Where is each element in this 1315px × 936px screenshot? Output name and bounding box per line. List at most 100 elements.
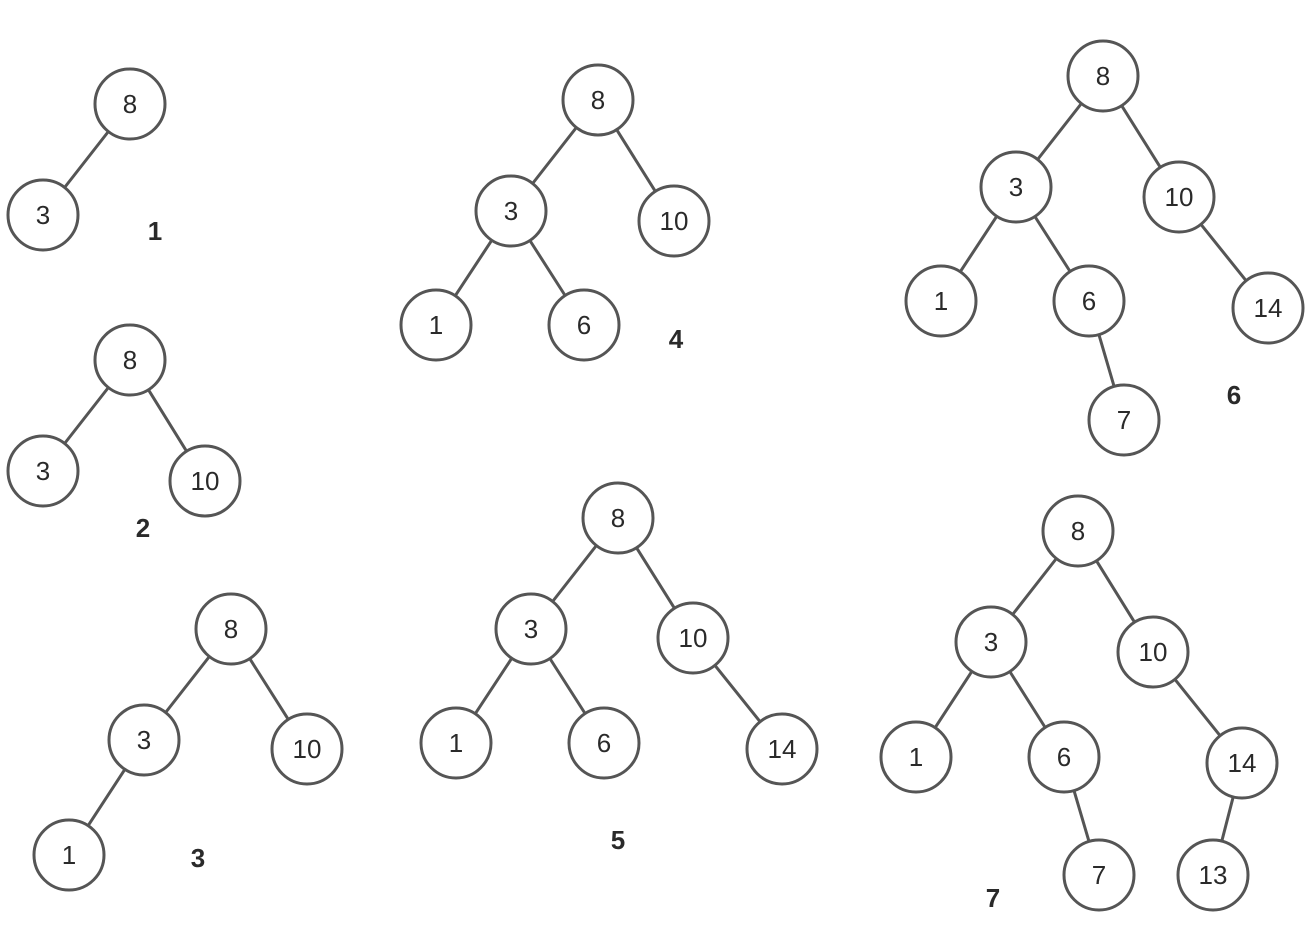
- tree-node: 14: [1231, 271, 1305, 345]
- tree-edge: [1094, 559, 1137, 624]
- tree-node: 6: [547, 288, 621, 362]
- node-value: 1: [934, 286, 948, 316]
- tree-node: 10: [270, 712, 344, 786]
- node-value: 8: [123, 89, 137, 119]
- node-value: 13: [1199, 860, 1228, 890]
- tree-node: 7: [1062, 838, 1136, 912]
- node-value: 10: [660, 206, 689, 236]
- tree-edge: [1011, 557, 1058, 616]
- node-circle: [93, 67, 167, 141]
- node-value: 10: [1139, 637, 1168, 667]
- tree-node: 1: [399, 288, 473, 362]
- tree-edge: [713, 663, 762, 724]
- tree-edge: [63, 130, 110, 189]
- tree-node: 8: [581, 481, 655, 555]
- tree-node: 1: [419, 706, 493, 780]
- node-circle: [656, 601, 730, 675]
- node-circle: [194, 592, 268, 666]
- node-value: 3: [1009, 172, 1023, 202]
- node-value: 6: [577, 310, 591, 340]
- tree-edge: [615, 128, 657, 193]
- node-value: 3: [524, 614, 538, 644]
- node-value: 3: [984, 627, 998, 657]
- tree-edge: [248, 657, 290, 721]
- node-circle: [637, 184, 711, 258]
- node-value: 1: [909, 742, 923, 772]
- tree-edge: [635, 546, 676, 610]
- node-circle: [1116, 615, 1190, 689]
- tree-node: 1: [32, 818, 106, 892]
- tree-node: 14: [745, 712, 819, 786]
- tree-node: 3: [6, 178, 80, 252]
- node-circle: [1087, 383, 1161, 457]
- tree-edge: [1220, 795, 1235, 843]
- node-circle: [32, 818, 106, 892]
- node-circle: [1142, 160, 1216, 234]
- tree-node: 3: [474, 174, 548, 248]
- tree-node: 3: [107, 703, 181, 777]
- tree-edge: [531, 126, 578, 185]
- node-circle: [1041, 494, 1115, 568]
- node-circle: [954, 605, 1028, 679]
- node-value: 10: [191, 466, 220, 496]
- node-value: 8: [591, 85, 605, 115]
- tree-edge: [63, 386, 110, 445]
- tree-edge: [1036, 102, 1083, 161]
- tree-edge: [146, 388, 189, 453]
- tree-node: 14: [1205, 726, 1279, 800]
- tree-edge: [1199, 222, 1248, 283]
- step-number-label: 5: [611, 825, 625, 855]
- step-number-label: 1: [148, 216, 162, 246]
- node-value: 8: [611, 503, 625, 533]
- node-circle: [979, 150, 1053, 224]
- node-circle: [494, 592, 568, 666]
- tree-node: 10: [168, 444, 242, 518]
- tree-node: 8: [93, 67, 167, 141]
- tree-node: 1: [904, 264, 978, 338]
- node-value: 3: [36, 456, 50, 486]
- tree-edge: [1097, 333, 1116, 388]
- tree-edge: [958, 214, 999, 274]
- tree-node: 8: [561, 63, 635, 137]
- tree-edge: [933, 669, 974, 730]
- tree-node: 6: [1052, 264, 1126, 338]
- node-circle: [745, 712, 819, 786]
- tree-edge: [86, 767, 127, 828]
- node-circle: [561, 63, 635, 137]
- node-circle: [1066, 39, 1140, 113]
- node-circle: [879, 720, 953, 794]
- node-circle: [1052, 264, 1126, 338]
- tree-node: 8: [1066, 39, 1140, 113]
- node-circle: [419, 706, 493, 780]
- tree-node: 3: [979, 150, 1053, 224]
- node-circle: [6, 434, 80, 508]
- node-circle: [904, 264, 978, 338]
- step-number-label: 7: [986, 883, 1000, 913]
- tree-node: 10: [1116, 615, 1190, 689]
- tree-edge: [1072, 789, 1091, 843]
- tree-edge: [1173, 677, 1222, 738]
- tree-edge: [1008, 670, 1047, 729]
- node-value: 10: [1165, 182, 1194, 212]
- tree-node: 7: [1087, 383, 1161, 457]
- node-value: 8: [1096, 61, 1110, 91]
- node-value: 14: [1228, 748, 1257, 778]
- node-circle: [6, 178, 80, 252]
- tree-edge: [1120, 104, 1162, 169]
- step-number-label: 3: [191, 843, 205, 873]
- node-value: 3: [504, 196, 518, 226]
- step-number-label: 2: [136, 513, 150, 543]
- tree-node: 10: [1142, 160, 1216, 234]
- tree-edge: [551, 544, 598, 603]
- node-circle: [168, 444, 242, 518]
- node-circle: [1027, 720, 1101, 794]
- tree-node: 3: [954, 605, 1028, 679]
- tree-edge: [164, 655, 211, 714]
- node-value: 14: [1254, 293, 1283, 323]
